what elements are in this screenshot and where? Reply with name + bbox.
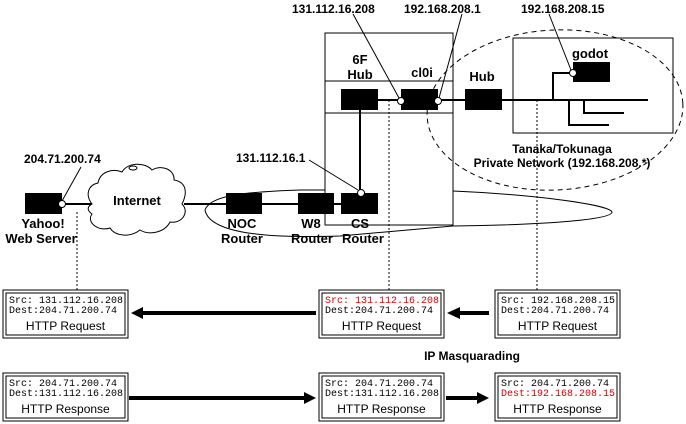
packet-src: Src: 131.112.16.208 (325, 296, 439, 307)
arrow-response-1-head (304, 392, 316, 404)
ip-label-cs: 131.112.16.1 (236, 151, 306, 165)
w8-label-1: W8 (301, 216, 321, 231)
cl0i-label: cl0i (411, 65, 433, 80)
packet-src: Src: 204.71.200.74 (9, 379, 117, 390)
packet-inner-border (497, 375, 618, 419)
packet-inner-border (321, 292, 442, 336)
cs-label-1: CS (351, 216, 369, 231)
leader-yahoo (61, 166, 82, 202)
ip-label-cl0i-internal: 192.168.208.1 (404, 2, 481, 16)
ip-label-cl0i-external: 131.112.16.208 (292, 2, 375, 16)
packet-title: HTTP Response (513, 402, 602, 416)
section-title: IP Masquarading (424, 349, 520, 363)
cl0i-external-interface-icon (397, 97, 405, 105)
packet-inner-border (497, 292, 618, 336)
ip-label-godot: 192.168.208.15 (521, 2, 605, 16)
private-network-box (512, 37, 674, 134)
wire-branch-2 (583, 100, 624, 114)
ip-label-yahoo: 204.71.200.74 (24, 152, 101, 166)
packet-title: HTTP Response (337, 402, 426, 416)
response-packet: Src: 204.71.200.74Dest:131.112.16.208HTT… (2, 372, 129, 422)
leader-cl0i-ext (352, 13, 400, 99)
wire-godot (552, 72, 573, 100)
noc-router[interactable] (226, 193, 262, 214)
leader-cl0i-int (438, 13, 463, 99)
cloud-puff (128, 165, 138, 171)
cl0i-internal-interface-icon (434, 97, 442, 105)
request-packet: Src: 192.168.208.15Dest:204.71.200.74HTT… (494, 289, 621, 339)
w8-router[interactable] (298, 193, 334, 214)
campus-network-ellipse (204, 189, 613, 238)
godot-interface-icon (569, 69, 577, 77)
request-packet: Src: 131.112.16.208Dest:204.71.200.74HTT… (2, 289, 129, 339)
packet-dest: Dest:131.112.16.208 (9, 389, 123, 400)
packet-title: HTTP Request (342, 319, 422, 333)
hub6f-label-1: 6F (352, 52, 367, 67)
private-hub[interactable] (465, 89, 502, 110)
godot-label: godot (572, 46, 609, 61)
response-packet: Src: 204.71.200.74Dest:192.168.208.15HTT… (494, 372, 621, 422)
internet-cloud-icon (87, 163, 186, 236)
packet-src: Src: 204.71.200.74 (325, 379, 433, 390)
cs-interface-icon (357, 189, 365, 197)
packet-dest: Dest:204.71.200.74 (501, 306, 609, 317)
packet-title: HTTP Request (518, 319, 598, 333)
private-network-label-2: Private Network (192.168.208.*) (474, 156, 651, 170)
cs-router[interactable] (341, 193, 378, 214)
leader-cs (308, 159, 359, 191)
arrow-response-2-head (477, 392, 489, 404)
packet-dest: Dest:204.71.200.74 (325, 306, 433, 317)
response-packet: Src: 204.71.200.74Dest:131.112.16.208HTT… (318, 372, 445, 422)
hub-label: Hub (469, 69, 494, 84)
packets: Src: 131.112.16.208Dest:204.71.200.74HTT… (2, 289, 621, 422)
packet-outer-border (2, 289, 129, 339)
packet-src: Src: 192.168.208.15 (501, 296, 615, 307)
packet-src: Src: 204.71.200.74 (501, 379, 609, 390)
packet-outer-border (2, 372, 129, 422)
packet-inner-border (5, 292, 126, 336)
hub6f-label-2: Hub (347, 67, 372, 82)
packet-dest: Dest:204.71.200.74 (9, 306, 117, 317)
packet-inner-border (5, 375, 126, 419)
packet-title: HTTP Request (26, 319, 106, 333)
wire-branch-1 (568, 100, 609, 126)
packet-dest: Dest:131.112.16.208 (325, 389, 439, 400)
yahoo-server[interactable] (25, 193, 62, 214)
arrow-request-2-head (447, 307, 460, 319)
cl0i-host[interactable] (401, 89, 438, 110)
packet-outer-border (318, 289, 445, 339)
packet-title: HTTP Response (21, 402, 110, 416)
noc-label-2: Router (221, 231, 263, 246)
internet-label: Internet (113, 193, 161, 208)
yahoo-label-1: Yahoo! (21, 216, 64, 231)
packet-outer-border (494, 372, 621, 422)
packet-inner-border (321, 375, 442, 419)
cs-label-2: Router (342, 231, 384, 246)
packet-src: Src: 131.112.16.208 (9, 296, 123, 307)
request-packet: Src: 131.112.16.208Dest:204.71.200.74HTT… (318, 289, 445, 339)
private-network-label-1: Tanaka/Tokunaga (512, 142, 612, 156)
yahoo-label-2: Web Server (5, 231, 76, 246)
6f-hub[interactable] (341, 89, 378, 110)
packet-dest: Dest:192.168.208.15 (501, 389, 615, 400)
packet-outer-border (318, 372, 445, 422)
arrow-request-1-head (131, 307, 143, 319)
private-network-ellipse (426, 29, 684, 191)
leader-godot (548, 13, 572, 71)
godot-host[interactable] (573, 62, 610, 82)
w8-label-2: Router (291, 231, 333, 246)
arrows (129, 307, 489, 404)
packet-outer-border (494, 289, 621, 339)
noc-label-1: NOC (228, 216, 258, 231)
yahoo-interface-icon (58, 200, 66, 208)
